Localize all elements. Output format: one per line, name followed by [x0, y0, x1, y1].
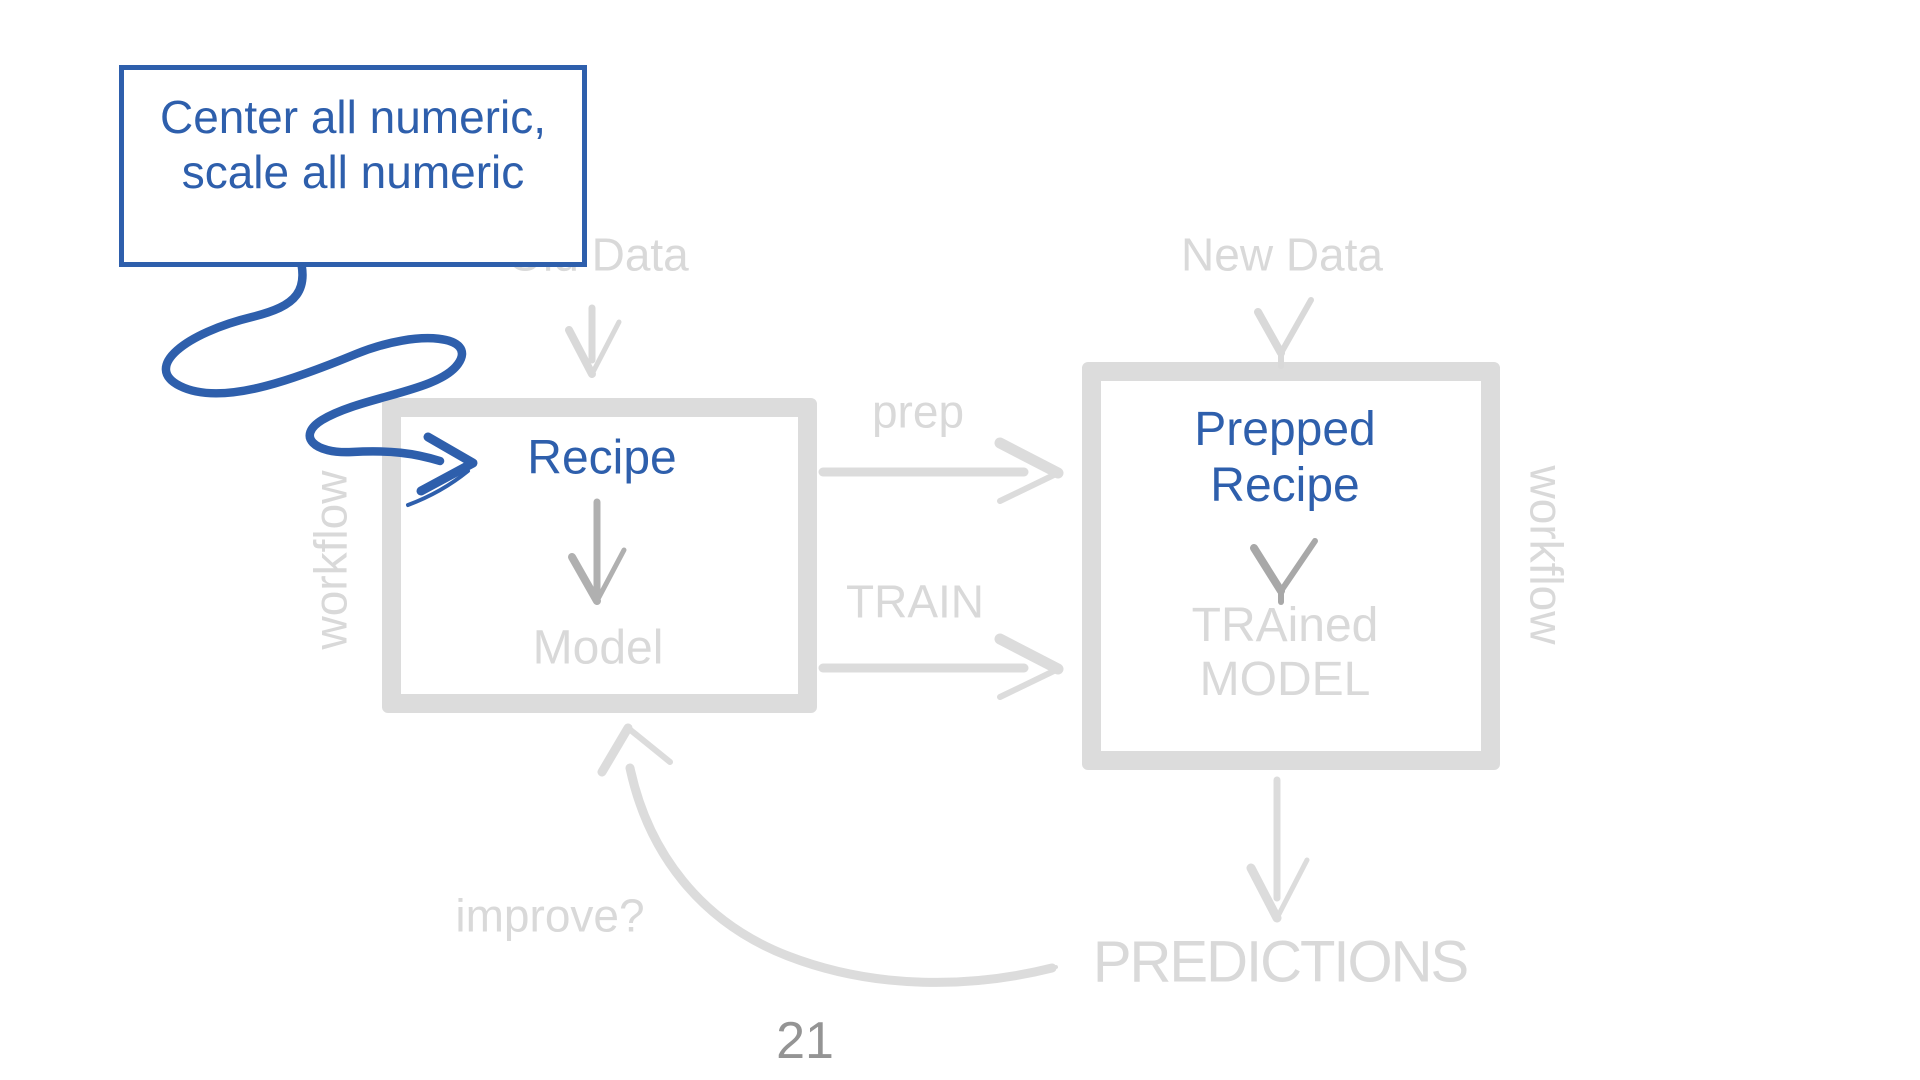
- predictions-label: PREDICTIONS: [1092, 929, 1469, 995]
- recipe-label: Recipe: [527, 431, 677, 485]
- old-data-arrow: [565, 304, 622, 378]
- new-data-label: New Data: [1181, 228, 1383, 281]
- annotation-line1: Center all numeric,: [159, 91, 547, 143]
- train-arrow: [818, 633, 1064, 700]
- prepped-recipe-label: Prepped Recipe: [1194, 402, 1375, 514]
- prep-label: prep: [871, 385, 965, 438]
- trained-model-line2: MODEL: [1199, 653, 1371, 706]
- trained-model-label: TRAined MODEL: [1192, 599, 1379, 707]
- model-label: Model: [532, 621, 664, 675]
- improve-arrow: [597, 723, 1058, 987]
- prepped-recipe-line2: Recipe: [1210, 459, 1360, 512]
- workflow-label-left: workflow: [304, 470, 357, 650]
- annotation-box: Center all numeric, scale all numeric: [119, 65, 587, 267]
- prep-arrow: [818, 437, 1064, 504]
- prepped-recipe-line1: Prepped: [1194, 403, 1376, 456]
- annotation-line2: scale all numeric: [181, 146, 525, 198]
- train-label: TRAIN: [846, 575, 984, 628]
- page-number: 21: [776, 1012, 834, 1071]
- predictions-arrow: [1246, 776, 1310, 923]
- new-data-arrow: [1254, 297, 1314, 369]
- improve-label: improve?: [455, 889, 645, 942]
- trained-model-line1: TRAined: [1191, 599, 1379, 652]
- workflow-label-right: workflow: [1520, 465, 1573, 645]
